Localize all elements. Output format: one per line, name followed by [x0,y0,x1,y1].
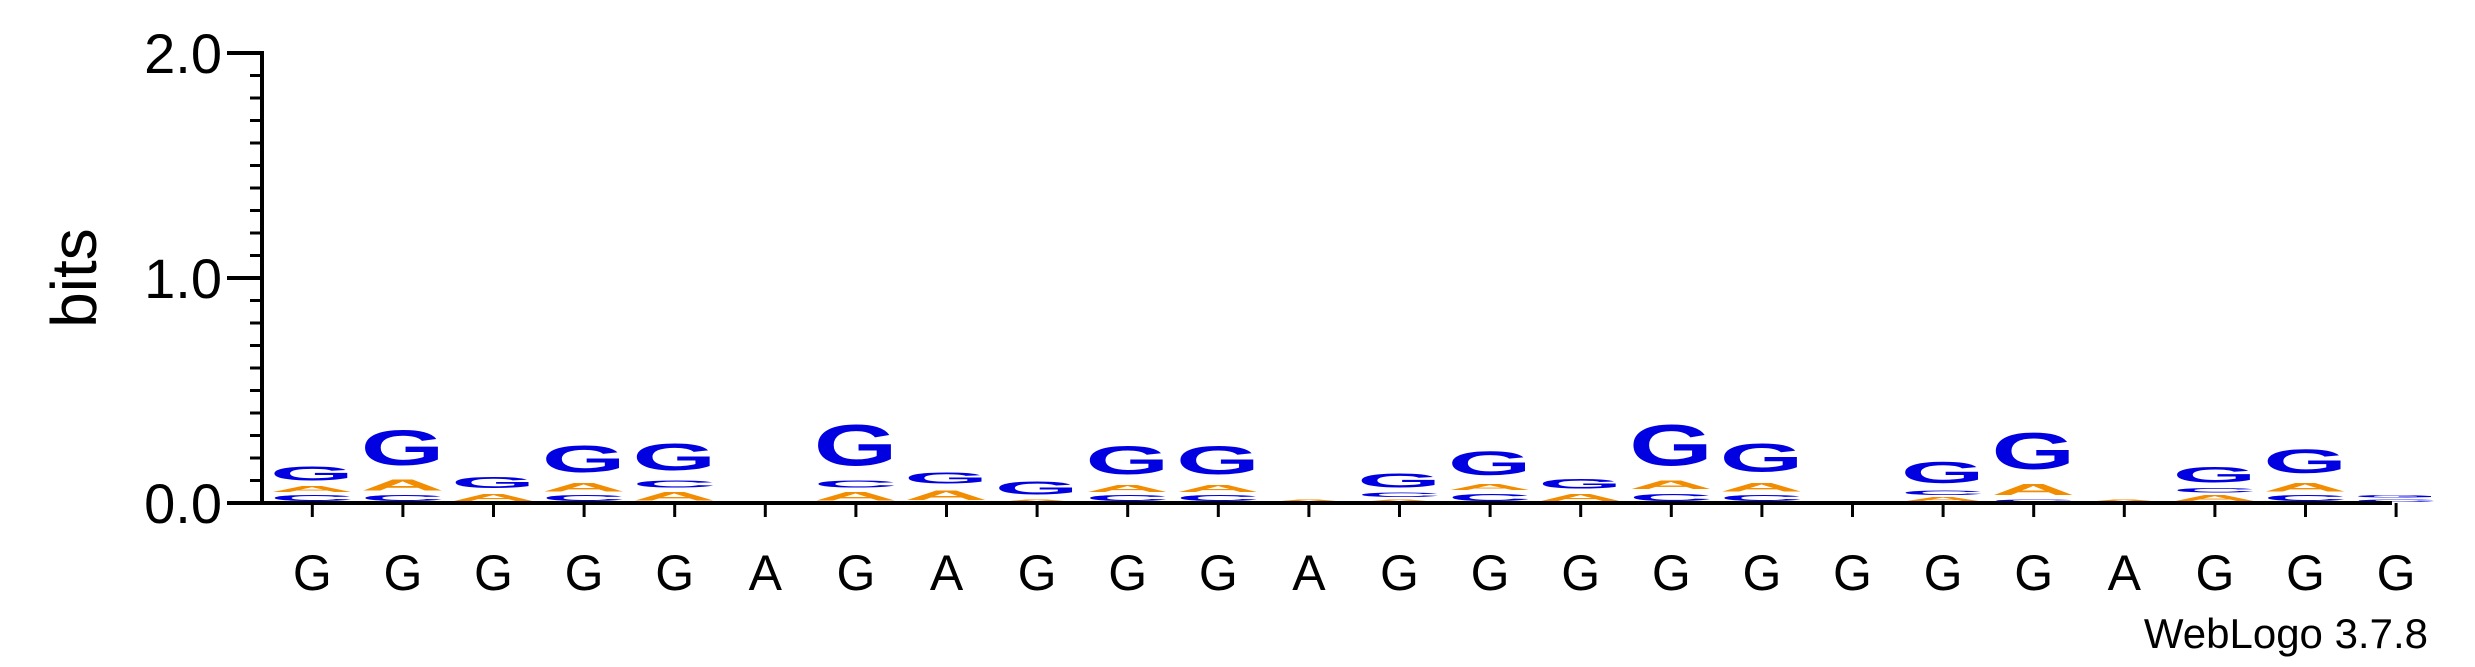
x-tick-label: A [2108,545,2142,601]
logo-letter-g: G [1720,436,1804,481]
logo-letter-g: G [1991,422,2075,481]
logo-letter-g: G [904,469,988,487]
x-tick-label: G [1108,545,1147,601]
y-tick-label: 0.0 [144,472,222,535]
logo-letter-g: G [1538,476,1622,492]
x-tick-label: G [2377,545,2416,601]
y-tick-label: 2.0 [144,22,222,85]
y-tick-label: 1.0 [144,247,222,310]
y-axis-label: bits [38,228,110,328]
x-tick-label: G [1380,545,1419,601]
logo-letter-a: A [1629,478,1713,492]
logo-letter-g: G [542,438,626,480]
logo-letter-a: A [1267,499,1351,503]
logo-letter-c: C [1085,494,1169,503]
logo-letter-a: A [1357,499,1441,503]
x-tick-label: A [749,545,783,601]
logo-letter-g: G [1357,469,1441,491]
logo-letter-g: G [451,474,535,492]
logo-letter-c: C [2173,487,2257,494]
logo-letter-g: G [632,436,716,478]
logo-letter-c: C [1991,499,2075,503]
logo-letter-g: G [2263,442,2347,480]
x-tick-label: G [1199,545,1238,601]
logo-letter-a: A [995,499,1079,503]
x-tick-label: G [2195,545,2234,601]
logo-letter-c: C [542,494,626,503]
logo-letter-a: A [2263,480,2347,494]
logo-letter-a: A [1085,483,1169,494]
logo-letter-c: C [1176,494,1260,503]
x-tick-label: G [1018,545,1057,601]
logo-letter-g: G [2354,494,2438,498]
x-tick-label: G [383,545,422,601]
logo-letter-g: G [2173,462,2257,487]
x-tick-label: G [293,545,332,601]
logo-letter-c: C [1901,490,1985,497]
logo-letter-c: C [1629,492,1713,503]
logo-letter-g: G [1901,455,1985,489]
logo-letter-g: G [1448,445,1532,483]
logo-letter-g: G [814,413,898,478]
logo-letter-g: G [361,420,445,476]
logo-letter-a: A [1538,492,1622,503]
logo-letter-c: C [361,494,445,503]
x-tick-label: G [2286,545,2325,601]
x-tick-label: G [565,545,604,601]
weblogo-credit: WebLogo 3.7.8 [2144,610,2428,657]
x-tick-label: A [930,545,964,601]
logo-letter-a: A [1720,480,1804,494]
logo-letter-a: A [1991,480,2075,498]
logo-letter-c: C [1720,494,1804,503]
logo-letter-c: C [814,478,898,489]
x-tick-label: G [1561,545,1600,601]
logo-letter-a: A [904,487,988,503]
logo-letter-a: A [361,476,445,494]
logo-letter-g: G [270,463,354,485]
logo-letter-a: A [632,489,716,503]
logo-letter-c: C [2263,494,2347,503]
x-tick-label: G [1652,545,1691,601]
logo-letter-c: C [2354,499,2438,503]
logo-letter-a: A [2173,494,2257,503]
logo-letter-a: A [814,489,898,503]
x-tick-label: G [1471,545,1510,601]
x-tick-label: G [1833,545,1872,601]
logo-letter-g: G [1085,438,1169,483]
logo-letter-g: G [1629,413,1713,478]
x-tick-label: G [836,545,875,601]
logo-letter-a: A [1901,496,1985,503]
logo-letter-c: C [1357,492,1441,499]
logo-letter-a: A [1176,483,1260,494]
x-tick-label: G [474,545,513,601]
logo-letter-g: G [995,478,1079,498]
logo-letter-a: A [542,480,626,494]
logo-letter-c: C [270,494,354,503]
x-tick-label: G [1924,545,1963,601]
x-tick-label: G [1742,545,1781,601]
logo-letter-a: A [2082,499,2166,503]
x-tick-label: A [1292,545,1326,601]
logo-letter-a: A [1448,483,1532,492]
logo-letter-g: G [1176,438,1260,483]
logo-letter-a: A [270,485,354,494]
logo-letter-c: C [1448,492,1532,503]
logo-letter-a: A [451,492,535,503]
x-tick-label: G [2014,545,2053,601]
x-tick-label: G [655,545,694,601]
logo-letter-c: C [632,478,716,489]
